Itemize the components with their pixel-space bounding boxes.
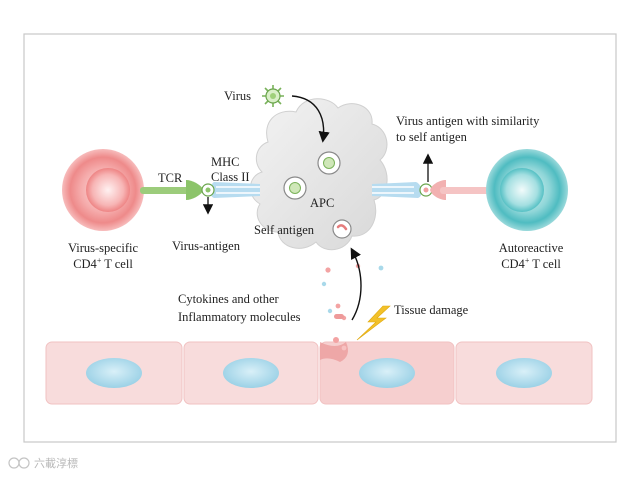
- similarity-label-line2: to self antigen: [396, 130, 468, 144]
- virus-icon: [262, 85, 284, 107]
- mhc-label-line2: Class II: [211, 170, 250, 184]
- mhc-class-ii: [210, 182, 260, 198]
- virus-specific-t-cell: [62, 149, 144, 231]
- tcr-receptor-right: [430, 180, 492, 200]
- virus-antigen-particle-right: [419, 183, 433, 197]
- cytokine-particles: [321, 263, 384, 351]
- virus-entry-arrow: [291, 95, 330, 143]
- left-cell-label-line2: CD4+ T cell: [73, 256, 133, 271]
- apc-label: APC: [310, 196, 334, 210]
- tissue-nucleus: [359, 358, 415, 388]
- right-cell-label-line1: Autoreactive: [499, 241, 564, 255]
- tcr-label: TCR: [158, 171, 183, 185]
- tissue-cell: [455, 341, 593, 405]
- tcr-receptor: [140, 180, 204, 200]
- tissue-cell-damaged: [319, 341, 455, 405]
- mhc-label-line1: MHC: [211, 155, 239, 169]
- autoreactive-t-cell: [486, 149, 568, 231]
- tissue-layer: [45, 341, 593, 405]
- virus-antigen-particle: [201, 183, 215, 197]
- virus-antigen-label: Virus-antigen: [172, 239, 241, 253]
- self-antigen-particle: [332, 219, 352, 239]
- tissue-cell: [183, 341, 319, 405]
- left-cell-label-line1: Virus-specific: [68, 241, 139, 255]
- cytokines-label-line1: Cytokines and other: [178, 292, 280, 306]
- right-cell-label-line2: CD4+ T cell: [501, 256, 561, 271]
- virus-particle-internal: [317, 151, 341, 175]
- similarity-label-line1: Virus antigen with similarity: [396, 114, 540, 128]
- watermark-text: 六載淳標: [34, 456, 78, 470]
- tissue-nucleus: [223, 358, 279, 388]
- tissue-nucleus: [496, 358, 552, 388]
- damage-signal-arrow: [350, 247, 362, 321]
- watermark: 六載淳標: [8, 456, 78, 470]
- tissue-cell: [45, 341, 183, 405]
- virus-particle-internal: [283, 176, 307, 200]
- apc-cell: [250, 98, 388, 251]
- mhc-class-ii-right: [372, 182, 422, 198]
- lightning-icon: [356, 305, 391, 341]
- tissue-damage-label: Tissue damage: [394, 303, 469, 317]
- tissue-nucleus: [86, 358, 142, 388]
- cytokines-label-line2: Inflammatory molecules: [178, 310, 301, 324]
- self-antigen-label: Self antigen: [254, 223, 315, 237]
- virus-label: Virus: [224, 89, 251, 103]
